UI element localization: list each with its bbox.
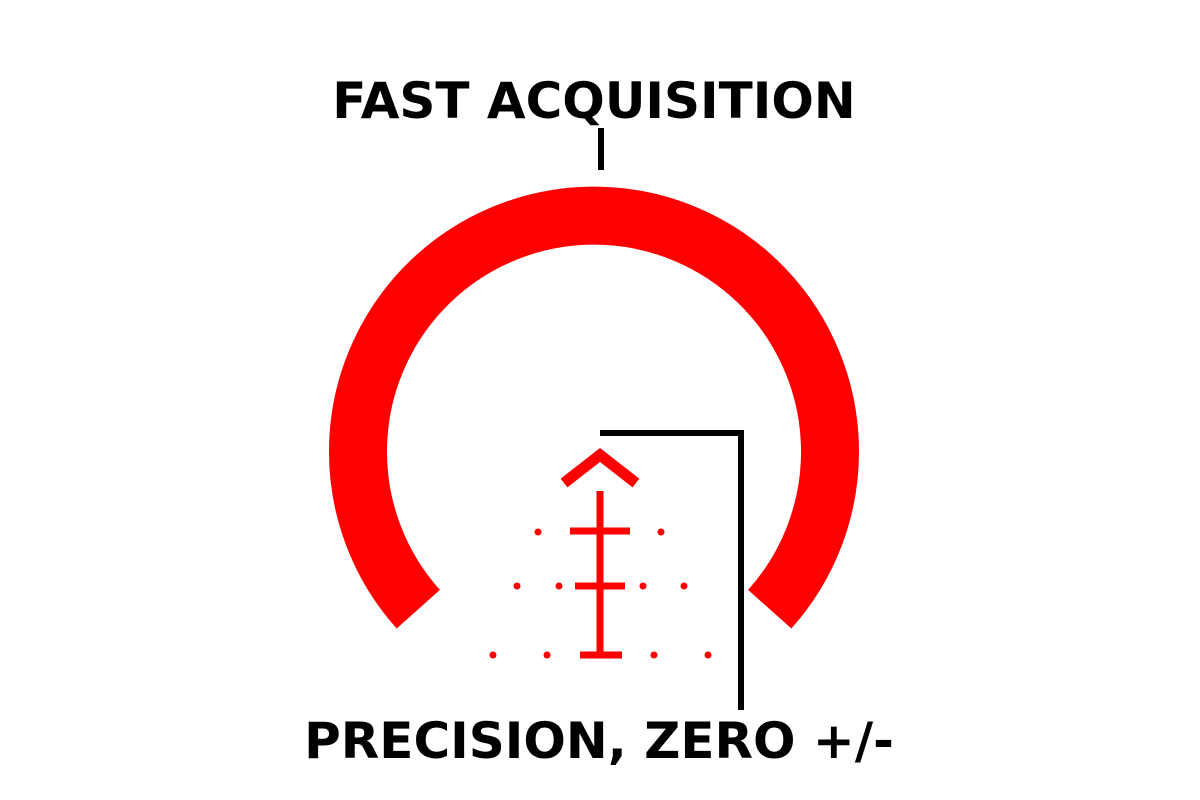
reticle-dot: [543, 651, 551, 659]
reticle-dot: [639, 582, 647, 590]
fast-acquisition-label: FAST ACQUISITION: [332, 72, 855, 130]
reticle-dot: [704, 651, 712, 659]
precision-callout-line: [600, 430, 744, 710]
precision-zero-label: PRECISION, ZERO +/-: [304, 712, 894, 770]
reticle-dot: [680, 582, 688, 590]
horseshoe-ring: [329, 186, 859, 629]
reticle-dot: [650, 651, 658, 659]
reticle-dot: [513, 582, 521, 590]
reticle-dot: [534, 528, 542, 536]
reticle-dot: [489, 651, 497, 659]
reticle-dot: [657, 528, 665, 536]
reticle-dot: [555, 582, 563, 590]
chevron-reticle: [560, 448, 640, 488]
